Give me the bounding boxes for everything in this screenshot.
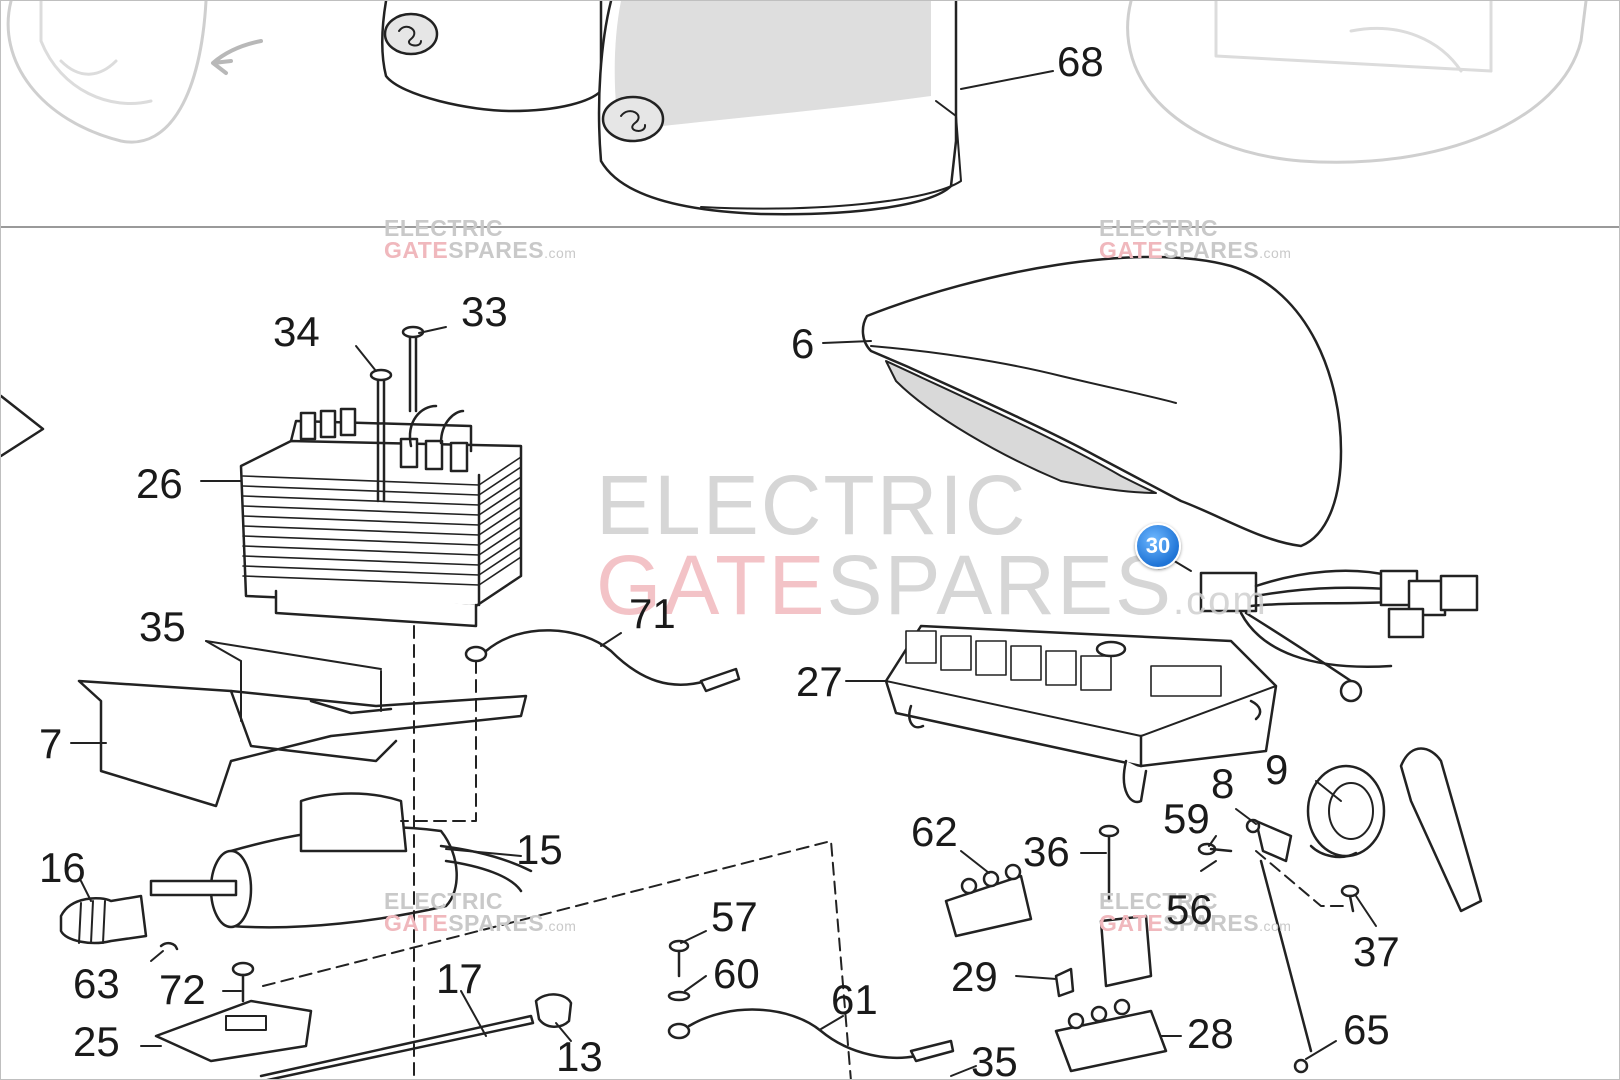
callout-37: 37 <box>1353 928 1400 975</box>
part-17-rod <box>259 1014 535 1079</box>
part-6-cover <box>861 255 1343 548</box>
parts-33-34-screws <box>369 325 425 503</box>
callout-59: 59 <box>1163 795 1210 842</box>
part-28-terminal-block <box>1054 998 1168 1073</box>
watermark-bottom-right: ELECTRIC GATESPARES.com <box>1099 888 1292 936</box>
top-section-partial-views <box>6 1 1588 216</box>
callout-27: 27 <box>796 658 843 705</box>
callout-35-bottom: 35 <box>971 1038 1018 1080</box>
part-61-earth-lead <box>667 939 955 1063</box>
part-29-fuse-holder <box>1054 824 1153 998</box>
part-25-plate <box>154 999 313 1063</box>
callout-15: 15 <box>516 826 563 873</box>
part-71-earth-lead <box>464 629 741 693</box>
callout-63: 63 <box>73 960 120 1007</box>
callout-56: 56 <box>1166 886 1213 933</box>
callout-25: 25 <box>73 1018 120 1065</box>
part-30-badge[interactable]: 30 <box>1135 523 1181 569</box>
part-26-transformer <box>239 404 523 628</box>
parts-63-72-screws <box>159 941 255 1003</box>
callout-68: 68 <box>1057 38 1104 85</box>
part-13-bush <box>534 993 573 1028</box>
watermark-top-right: ELECTRIC GATESPARES.com <box>1099 215 1292 263</box>
part-16-worm-gear <box>59 894 148 945</box>
parts-8-59-56-37-65-fixings <box>1197 818 1360 1074</box>
callout-28: 28 <box>1187 1010 1234 1057</box>
part-30-wiring-harness <box>1199 569 1479 703</box>
part-7-bracket <box>77 679 528 808</box>
callout-13: 13 <box>556 1033 603 1080</box>
part-15-motor <box>149 792 533 929</box>
callout-60: 60 <box>713 950 760 997</box>
callout-9: 9 <box>1265 746 1289 793</box>
part-27-control-board <box>884 624 1278 804</box>
callout-34: 34 <box>273 308 320 355</box>
callout-6: 6 <box>791 320 815 367</box>
callout-57: 57 <box>711 893 758 940</box>
watermark-bottom-left: ELECTRIC GATESPARES.com <box>384 888 577 936</box>
callout-16: 16 <box>39 844 86 891</box>
watermark-top-left: ELECTRIC GATESPARES.com <box>384 215 577 263</box>
callout-62: 62 <box>911 808 958 855</box>
assembly-guide-lines <box>262 625 1347 1079</box>
callout-8: 8 <box>1211 760 1235 807</box>
part-62-terminal-block <box>944 863 1033 938</box>
page-edge-arrow <box>1 394 45 458</box>
callout-36: 36 <box>1023 828 1070 875</box>
callout-7: 7 <box>39 720 63 767</box>
callout-35-top: 35 <box>139 603 186 650</box>
callout-26: 26 <box>136 460 183 507</box>
callout-17: 17 <box>436 955 483 1002</box>
watermark-center: ELECTRIC GATESPARES.com <box>596 458 1268 632</box>
callout-72: 72 <box>159 966 206 1013</box>
callout-29: 29 <box>951 953 998 1000</box>
callout-65: 65 <box>1343 1006 1390 1053</box>
callout-71: 71 <box>629 590 676 637</box>
callout-33: 33 <box>461 288 508 335</box>
part-9-release-knob <box>1306 747 1483 913</box>
callout-61: 61 <box>831 976 878 1023</box>
